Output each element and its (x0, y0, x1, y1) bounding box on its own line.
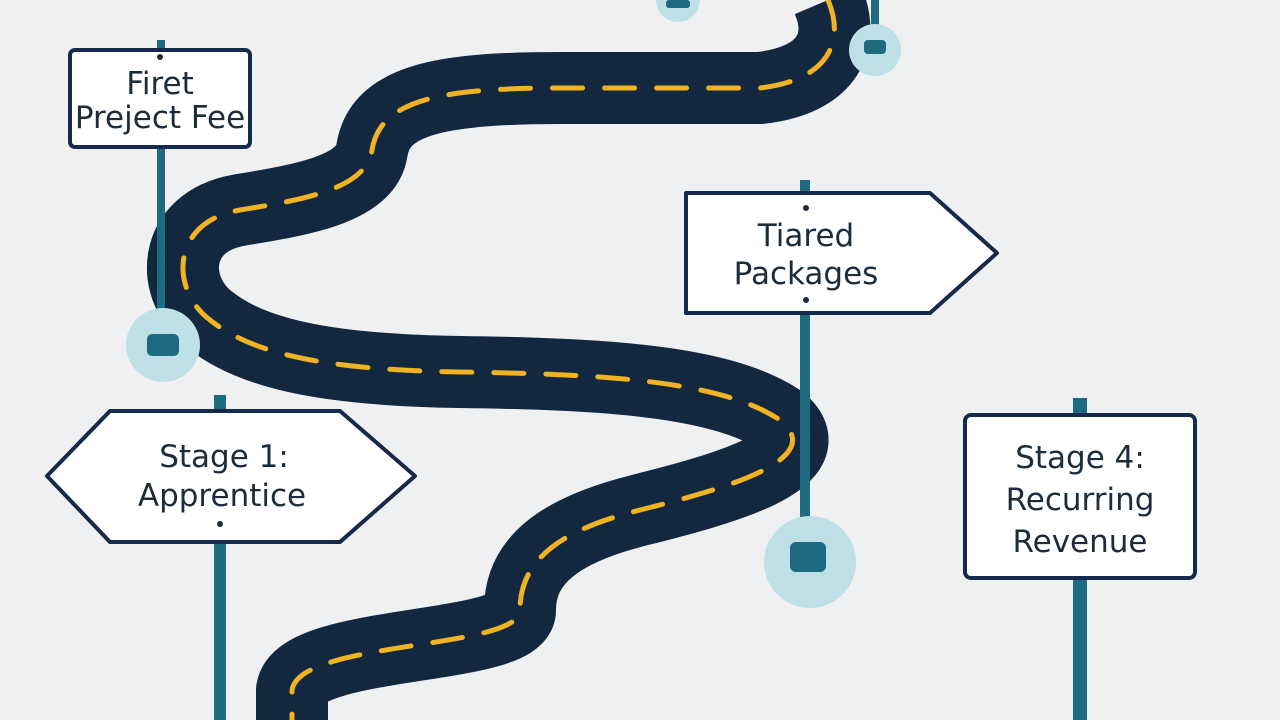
sign-stage-1: Stage 1: Apprentice (45, 395, 417, 720)
top-marker-partial (656, 0, 700, 22)
post-base (147, 334, 179, 356)
sign-stage-4: Stage 4: Recurring Revenue (963, 398, 1197, 720)
road-surface (147, 0, 871, 720)
sign-line-2: Packages (734, 256, 879, 292)
sign-board (684, 191, 999, 315)
sign-first-project-fee: Firet Preject Fee (68, 40, 252, 382)
sign-line-2: Apprentice (138, 478, 306, 514)
top-right-marker (849, 0, 901, 76)
sign-line-2: Recurring (1006, 482, 1155, 518)
sign-board (963, 413, 1197, 580)
post (157, 40, 165, 340)
winding-road (147, 0, 871, 720)
sign-board (45, 409, 417, 544)
sign-line-1: Tiared (757, 218, 854, 254)
road-center-line (180, 0, 837, 720)
sign-line-3: Revenue (1012, 524, 1147, 560)
sign-tiered-packages: Tiared Packages (684, 180, 999, 608)
sign-board (68, 48, 252, 149)
sign-line-2: Preject Fee (75, 100, 245, 136)
sign-line-1: Stage 1: (159, 439, 289, 475)
post-base (790, 542, 826, 572)
sign-line-1: Firet (126, 66, 193, 102)
sign-line-1: Stage 4: (1015, 440, 1145, 476)
post (800, 180, 810, 560)
